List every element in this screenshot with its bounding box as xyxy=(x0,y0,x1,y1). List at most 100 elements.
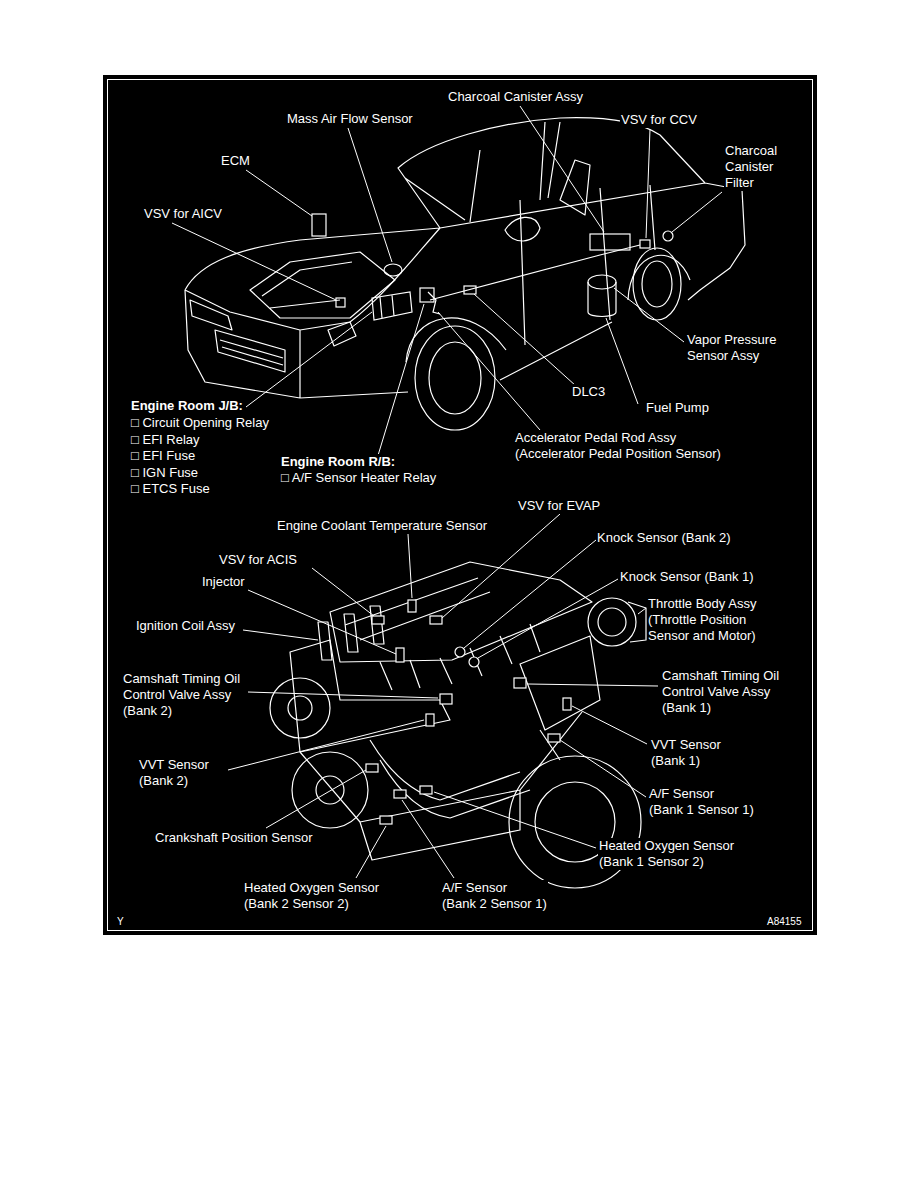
part-label: Camshaft Timing Oil Control Valve Assy (… xyxy=(661,668,787,716)
vsv-acis xyxy=(372,616,384,624)
frame-border xyxy=(108,80,813,931)
pulley xyxy=(270,678,330,738)
label-line: (Bank 2) xyxy=(139,773,209,789)
part-label: A84155 xyxy=(766,916,802,928)
part-label: VVT Sensor (Bank 1) xyxy=(650,737,722,769)
vsv-evap xyxy=(430,616,442,624)
headlight xyxy=(190,300,356,346)
part-label: Heated Oxygen Sensor (Bank 1 Sensor 2) xyxy=(598,838,735,870)
part-label: VSV for CCV xyxy=(620,112,698,128)
front-wheel xyxy=(415,326,495,430)
part-label: □ ETCS Fuse xyxy=(130,481,211,497)
part-label: Fuel Pump xyxy=(645,400,710,416)
label-line: (Accelerator Pedal Position Sensor) xyxy=(515,446,721,462)
part-label: □ A/F Sensor Heater Relay xyxy=(280,470,437,486)
label-line: (Throttle Position Sensor and Motor) xyxy=(648,612,768,644)
part-label: Ignition Coil Assy xyxy=(135,618,236,634)
label-line: (Bank 2) xyxy=(123,703,247,719)
label-line: (Bank 1 Sensor 1) xyxy=(649,802,754,818)
part-label: □ IGN Fuse xyxy=(130,465,199,481)
part-label: Mass Air Flow Sensor xyxy=(286,111,414,127)
label-line: Heated Oxygen Sensor xyxy=(244,880,379,895)
part-label: ECM xyxy=(220,153,251,169)
label-line: (Bank 2 Sensor 1) xyxy=(442,896,547,912)
part-label: Engine Coolant Temperature Sensor xyxy=(276,518,488,534)
injector xyxy=(396,648,404,662)
part-label: Y xyxy=(116,916,125,928)
air-fuel-sensor xyxy=(548,734,560,742)
part-label: VSV for ACIS xyxy=(218,552,298,568)
grille xyxy=(215,330,285,372)
oil-control-valve xyxy=(440,694,452,704)
intake-runners xyxy=(380,624,540,690)
part-label: VSV for EVAP xyxy=(517,498,601,514)
label-line: Camshaft Timing Oil Control Valve Assy xyxy=(662,668,779,699)
crankshaft-position-sensor xyxy=(366,764,378,772)
ecm-box xyxy=(312,214,326,236)
fuel-line xyxy=(430,245,640,300)
label-line: VVT Sensor xyxy=(651,737,721,752)
mass-air-flow-sensor xyxy=(384,264,402,276)
canister-filter xyxy=(663,231,673,241)
relay-block xyxy=(420,288,434,302)
part-label: Knock Sensor (Bank 1) xyxy=(619,569,755,585)
label-line: Accelerator Pedal Rod Assy xyxy=(515,430,676,445)
part-label: Charcoal Canister Assy xyxy=(447,89,584,105)
leader-lines xyxy=(172,106,722,878)
vvt-sensor xyxy=(426,714,434,726)
exhaust-pipes xyxy=(370,730,560,818)
coolant-temp-sensor xyxy=(408,600,416,612)
vapor-pressure-sensor xyxy=(588,275,616,289)
rear-wheel-rim xyxy=(642,261,672,307)
crank-pulley-hub xyxy=(316,776,344,804)
engine-sensors xyxy=(366,600,571,824)
part-label: □ Circuit Opening Relay xyxy=(130,415,270,431)
label-line: (Bank 2 Sensor 2) xyxy=(244,896,379,912)
throttle-bore xyxy=(598,608,626,636)
oil-control-valve xyxy=(514,678,526,688)
part-label: Accelerator Pedal Rod Assy (Accelerator … xyxy=(514,430,722,462)
knock-sensor xyxy=(455,647,465,657)
engine-block xyxy=(300,712,582,860)
knock-sensor xyxy=(469,657,479,667)
label-line: Throttle Body Assy xyxy=(648,596,756,611)
throttle-motor xyxy=(628,602,646,642)
dlc3-connector xyxy=(464,286,476,294)
part-label: VVT Sensor (Bank 2) xyxy=(138,757,210,789)
label-line: VVT Sensor xyxy=(139,757,209,772)
pulley-hub xyxy=(288,696,312,720)
accelerator-pedal xyxy=(428,292,440,314)
air-fuel-sensor xyxy=(394,790,406,798)
part-label: Injector xyxy=(201,574,246,590)
part-label: DLC3 xyxy=(571,384,606,400)
engine-drawing xyxy=(270,562,646,888)
part-label: A/F Sensor (Bank 1 Sensor 1) xyxy=(648,786,755,818)
crank-pulley xyxy=(292,752,368,828)
charcoal-canister xyxy=(590,234,630,250)
part-label: Throttle Body Assy (Throttle Position Se… xyxy=(647,596,769,644)
vsv-aicv xyxy=(336,298,345,307)
junction-block xyxy=(372,292,412,320)
part-label: Crankshaft Position Sensor xyxy=(154,830,314,846)
rear-wheel xyxy=(633,248,681,320)
steering-wheel xyxy=(505,217,540,241)
label-line: Camshaft Timing Oil Control Valve Assy xyxy=(123,671,240,702)
label-line: A/F Sensor xyxy=(442,880,507,895)
part-label: Engine Room R/B: xyxy=(280,454,396,470)
part-label: Knock Sensor (Bank 2) xyxy=(596,530,732,546)
label-line: Heated Oxygen Sensor xyxy=(599,838,734,853)
car-drawing xyxy=(185,118,745,430)
throttle-body xyxy=(588,598,636,646)
car-body-outline xyxy=(185,118,745,398)
ignition-coils xyxy=(318,606,384,660)
part-label: A/F Sensor (Bank 2 Sensor 1) xyxy=(441,880,548,912)
vvt-sensor xyxy=(563,698,571,710)
part-label: Charcoal Canister Filter xyxy=(724,143,788,191)
heated-oxygen-sensor xyxy=(420,786,432,794)
part-label: Engine Room J/B: xyxy=(130,398,244,414)
part-label: □ EFI Fuse xyxy=(130,448,196,464)
label-line: (Bank 1) xyxy=(651,753,721,769)
figure-frame xyxy=(103,75,817,935)
